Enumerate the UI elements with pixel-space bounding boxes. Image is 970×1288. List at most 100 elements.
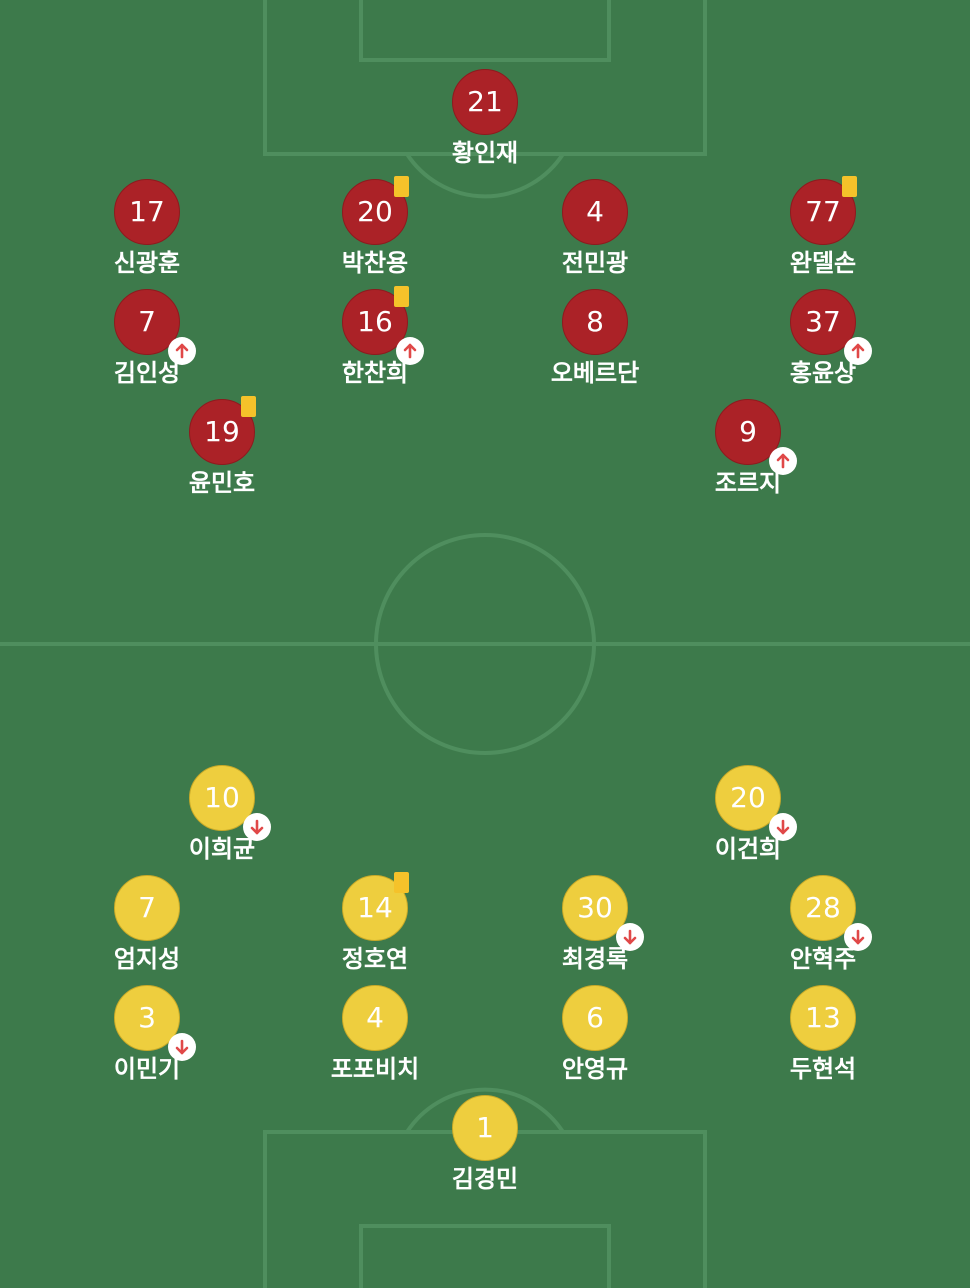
away-player-card[interactable]: 1 김경민 xyxy=(415,1095,555,1193)
away-player-card[interactable]: 7 엄지성 xyxy=(77,875,217,973)
home-player-card[interactable]: 8 오베르단 xyxy=(525,289,665,387)
jersey-badge: 14 xyxy=(342,872,409,941)
away-player-card[interactable]: 10 이희균 xyxy=(152,765,292,863)
jersey-badge: 19 xyxy=(189,396,256,465)
sub-in-icon xyxy=(168,337,196,365)
jersey-number: 30 xyxy=(577,891,613,924)
jersey-badge: 30 xyxy=(562,875,644,951)
player-name: 포포비치 xyxy=(330,1055,420,1083)
jersey-number: 8 xyxy=(586,305,604,338)
jersey-badge: 9 xyxy=(715,399,797,475)
sub-out-icon xyxy=(769,813,797,841)
jersey-number: 37 xyxy=(805,305,841,338)
player-name: 전민광 xyxy=(561,249,629,277)
sub-out-icon xyxy=(616,923,644,951)
jersey-badge: 4 xyxy=(342,985,408,1051)
jersey-number: 21 xyxy=(467,85,503,118)
player-name: 조르지 xyxy=(714,469,782,497)
player-name: 이민기 xyxy=(113,1055,181,1083)
jersey-number: 16 xyxy=(357,305,393,338)
player-name: 안혁주 xyxy=(789,945,857,973)
jersey-badge: 4 xyxy=(562,179,628,245)
away-player-card[interactable]: 6 안영규 xyxy=(525,985,665,1083)
player-name: 신광훈 xyxy=(113,249,181,277)
home-player-card[interactable]: 4 전민광 xyxy=(525,179,665,277)
player-name: 안영규 xyxy=(561,1055,629,1083)
away-player-card[interactable]: 20 이건희 xyxy=(678,765,818,863)
jersey-number: 9 xyxy=(739,415,757,448)
jersey-badge: 1 xyxy=(452,1095,518,1161)
sub-in-icon xyxy=(844,337,872,365)
jersey-badge: 28 xyxy=(790,875,872,951)
player-name: 김경민 xyxy=(451,1165,519,1193)
home-player-card[interactable]: 9 조르지 xyxy=(678,399,818,497)
home-player-card[interactable]: 77 완델손 xyxy=(753,176,893,277)
jersey-badge: 17 xyxy=(114,179,180,245)
home-player-card[interactable]: 19 윤민호 xyxy=(152,396,292,497)
jersey-badge: 6 xyxy=(562,985,628,1051)
jersey-number: 14 xyxy=(357,891,393,924)
jersey-badge: 16 xyxy=(342,286,424,365)
player-name: 황인재 xyxy=(451,139,519,167)
jersey-badge: 7 xyxy=(114,289,196,365)
jersey-badge: 3 xyxy=(114,985,196,1061)
away-player-card[interactable]: 3 이민기 xyxy=(77,985,217,1083)
jersey-badge: 7 xyxy=(114,875,180,941)
sub-out-icon xyxy=(844,923,872,951)
yellow-card-icon xyxy=(394,872,409,893)
sub-out-icon xyxy=(168,1033,196,1061)
jersey-number: 4 xyxy=(586,195,604,228)
player-name: 홍윤상 xyxy=(789,359,857,387)
jersey-number: 7 xyxy=(138,891,156,924)
jersey-number: 28 xyxy=(805,891,841,924)
jersey-number: 3 xyxy=(138,1001,156,1034)
jersey-badge: 20 xyxy=(715,765,797,841)
jersey-number: 4 xyxy=(366,1001,384,1034)
jersey-badge: 13 xyxy=(790,985,856,1051)
home-player-card[interactable]: 17 신광훈 xyxy=(77,179,217,277)
away-player-card[interactable]: 28 안혁주 xyxy=(753,875,893,973)
away-player-card[interactable]: 14 정호연 xyxy=(305,872,445,973)
home-player-card[interactable]: 20 박찬용 xyxy=(305,176,445,277)
home-player-card[interactable]: 37 홍윤상 xyxy=(753,289,893,387)
player-name: 박찬용 xyxy=(341,249,409,277)
player-name: 김인성 xyxy=(113,359,181,387)
player-name: 정호연 xyxy=(341,945,409,973)
home-player-card[interactable]: 16 한찬희 xyxy=(305,286,445,387)
away-player-card[interactable]: 4 포포비치 xyxy=(305,985,445,1083)
jersey-number: 20 xyxy=(357,195,393,228)
player-name: 완델손 xyxy=(789,249,857,277)
jersey-number: 7 xyxy=(138,305,156,338)
jersey-number: 19 xyxy=(204,415,240,448)
player-name: 이건희 xyxy=(714,835,782,863)
yellow-card-icon xyxy=(241,396,256,417)
jersey-number: 6 xyxy=(586,1001,604,1034)
jersey-number: 13 xyxy=(805,1001,841,1034)
jersey-badge: 8 xyxy=(562,289,628,355)
jersey-badge: 10 xyxy=(189,765,271,841)
home-player-card[interactable]: 7 김인성 xyxy=(77,289,217,387)
away-player-card[interactable]: 30 최경록 xyxy=(525,875,665,973)
sub-in-icon xyxy=(769,447,797,475)
away-player-card[interactable]: 13 두현석 xyxy=(753,985,893,1083)
yellow-card-icon xyxy=(394,176,409,197)
jersey-number: 77 xyxy=(805,195,841,228)
sub-in-icon xyxy=(396,337,424,365)
jersey-badge: 37 xyxy=(790,289,872,365)
player-name: 엄지성 xyxy=(113,945,181,973)
home-player-card[interactable]: 21 황인재 xyxy=(415,69,555,167)
jersey-badge: 77 xyxy=(790,176,857,245)
player-name: 이희균 xyxy=(188,835,256,863)
player-name: 한찬희 xyxy=(341,359,409,387)
player-name: 최경록 xyxy=(561,945,629,973)
player-name: 윤민호 xyxy=(188,469,256,497)
jersey-badge: 20 xyxy=(342,176,409,245)
jersey-badge: 21 xyxy=(452,69,518,135)
player-name: 오베르단 xyxy=(550,359,640,387)
jersey-number: 20 xyxy=(730,781,766,814)
yellow-card-icon xyxy=(842,176,857,197)
player-name: 두현석 xyxy=(789,1055,857,1083)
yellow-card-icon xyxy=(394,286,409,307)
